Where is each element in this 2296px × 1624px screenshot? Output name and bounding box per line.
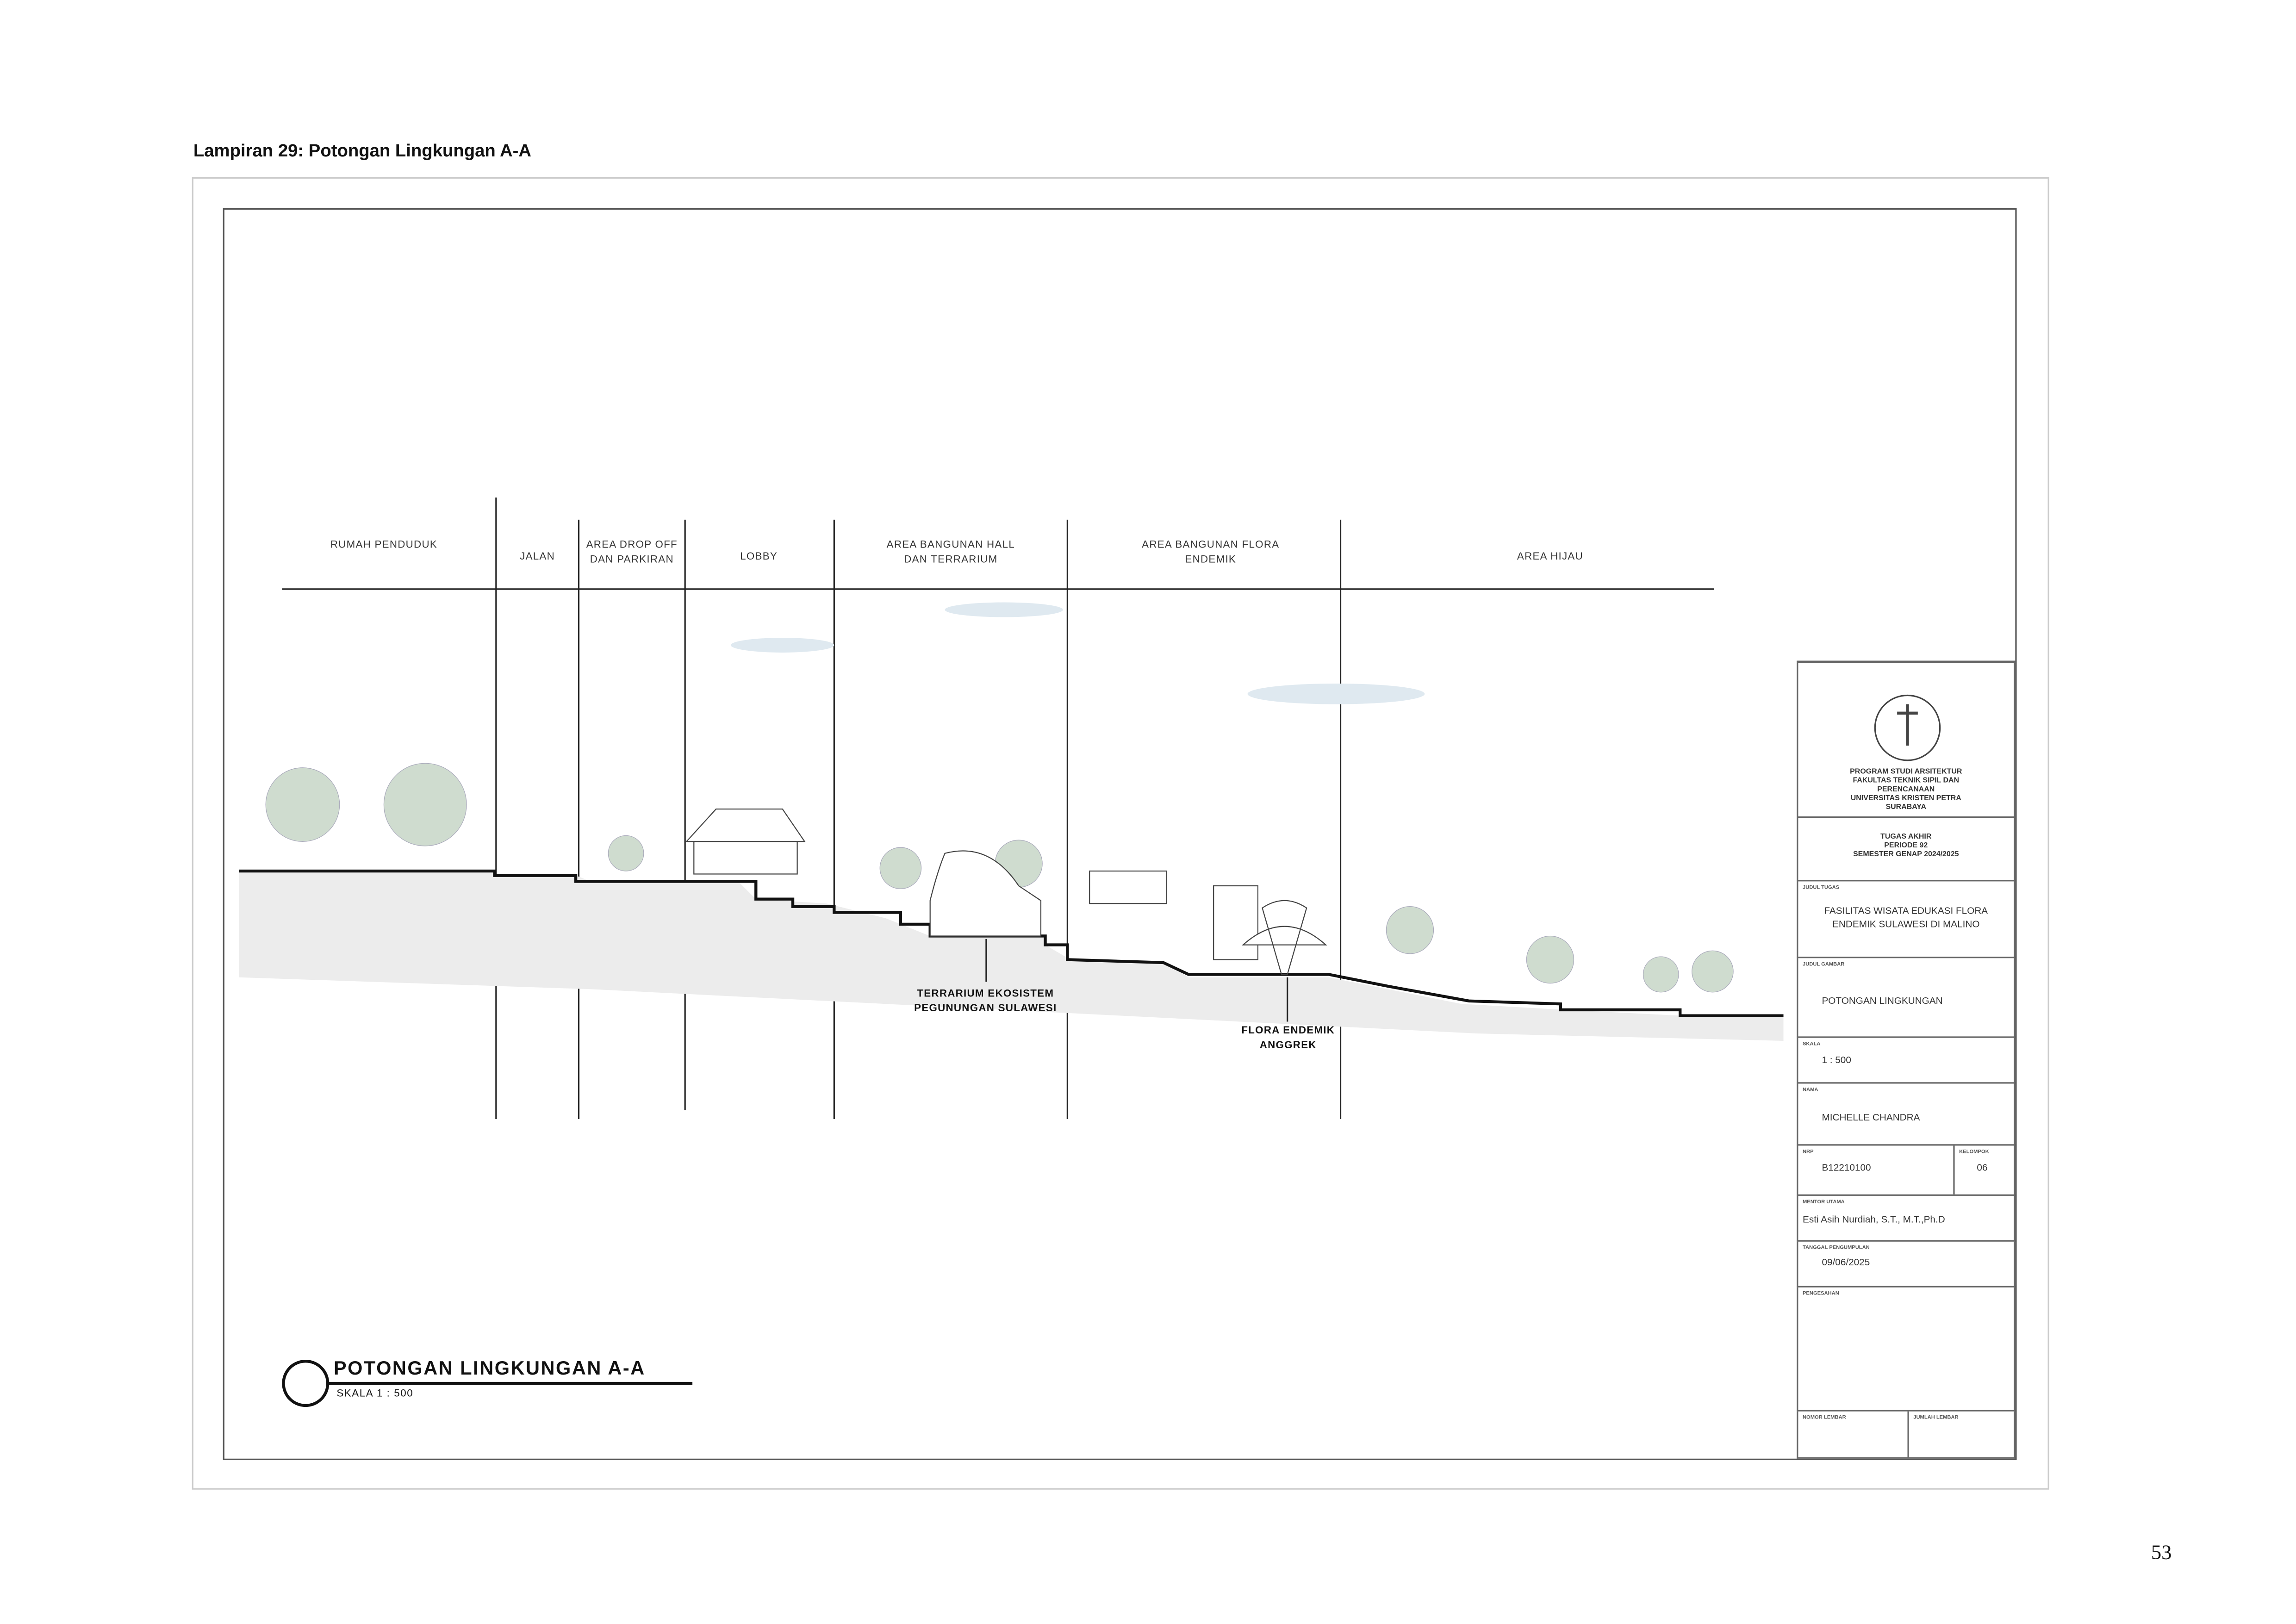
caption: Lampiran 29: Potongan Lingkungan A-A <box>193 140 532 161</box>
mentor-name: Esti Asih Nurdiah, S.T., M.T.,Ph.D <box>1802 1215 1945 1226</box>
title-block-period: TUGAS AKHIR PERIODE 92 SEMESTER GENAP 20… <box>1797 818 2016 882</box>
field-label: JUDUL TUGAS <box>1802 884 1840 890</box>
field-label: MENTOR UTAMA <box>1802 1199 1845 1205</box>
title-block-nama: NAMA MICHELLE CHANDRA <box>1797 1083 2016 1146</box>
drawing-name: POTONGAN LINGKUNGAN <box>1822 996 1943 1007</box>
annotation-flora: FLORA ENDEMIK ANGGREK <box>1241 1026 1335 1052</box>
figure-frame <box>192 177 2049 1490</box>
period-line: PERIODE 92 <box>1884 841 1928 851</box>
annotation-terrarium: TERRARIUM EKOSISTEM PEGUNUNGAN SULAWESI <box>914 989 1057 1014</box>
page-number: 53 <box>2151 1543 2172 1565</box>
field-label: KELOMPOK <box>1959 1148 1989 1155</box>
title-block-header: PROGRAM STUDI ARSITEKTUR FAKULTAS TEKNIK… <box>1797 661 2016 818</box>
period-line: SEMESTER GENAP 2024/2025 <box>1853 850 1959 859</box>
drawing-title: POTONGAN LINGKUNGAN A-A <box>333 1356 646 1379</box>
institution-line: PERENCANAAN <box>1877 785 1935 795</box>
clouds-icon <box>731 602 1425 704</box>
zone-label: AREA BANGUNAN HALL DAN TERRARIUM <box>886 540 1015 566</box>
group-value: 06 <box>1977 1163 1988 1174</box>
title-block-judul-gambar: JUDUL GAMBAR POTONGAN LINGKUNGAN <box>1797 958 2016 1038</box>
buildings <box>685 809 1327 975</box>
nrp-value: B12210100 <box>1822 1163 1871 1174</box>
title-block-lembar: NOMOR LEMBAR JUMLAH LEMBAR <box>1797 1411 2016 1459</box>
field-label: NOMOR LEMBAR <box>1802 1414 1846 1420</box>
scale-value: 1 : 500 <box>1822 1055 1851 1066</box>
section-marker-icon <box>282 1359 330 1407</box>
ground-fill <box>239 871 1784 1041</box>
title-block-tanggal: TANGGAL PENGUMPULAN 09/06/2025 <box>1797 1241 2016 1288</box>
drawing-sheet-border <box>223 208 2017 1460</box>
title-block-mentor: MENTOR UTAMA Esti Asih Nurdiah, S.T., M.… <box>1797 1195 2016 1242</box>
field-label: PENGESAHAN <box>1802 1290 1839 1296</box>
field-label: SKALA <box>1802 1040 1821 1047</box>
field-label: NAMA <box>1802 1086 1818 1093</box>
student-name: MICHELLE CHANDRA <box>1822 1113 1920 1124</box>
institution-line: FAKULTAS TEKNIK SIPIL DAN <box>1853 776 1960 786</box>
title-block-skala: SKALA 1 : 500 <box>1797 1038 2016 1084</box>
title-block-nrp: NRP B12210100 KELOMPOK 06 <box>1797 1145 2016 1196</box>
project-title-line: ENDEMIK SULAWESI DI MALINO <box>1832 920 1980 930</box>
zone-label: AREA DROP OFF DAN PARKIRAN <box>586 540 678 566</box>
drawing-scale: SKALA 1 : 500 <box>336 1389 414 1400</box>
institution-line: SURABAYA <box>1885 803 1927 812</box>
field-label: JUDUL GAMBAR <box>1802 961 1845 967</box>
project-title-line: FASILITAS WISATA EDUKASI FLORA <box>1824 906 1988 917</box>
institution-line: PROGRAM STUDI ARSITEKTUR <box>1850 767 1962 777</box>
trees-icon <box>265 763 1734 993</box>
title-block-pengesahan: PENGESAHAN <box>1797 1287 2016 1412</box>
field-label: NRP <box>1802 1148 1814 1155</box>
field-label: JUMLAH LEMBAR <box>1913 1414 1959 1420</box>
zone-label: LOBBY <box>740 552 778 563</box>
submission-date: 09/06/2025 <box>1822 1257 1870 1269</box>
field-label: TANGGAL PENGUMPULAN <box>1802 1244 1870 1251</box>
zone-label: AREA BANGUNAN FLORA ENDEMIK <box>1142 540 1280 566</box>
title-block-judul-tugas: JUDUL TUGAS FASILITAS WISATA EDUKASI FLO… <box>1797 881 2016 958</box>
zone-label: AREA HIJAU <box>1517 552 1584 563</box>
university-logo <box>1874 694 1941 761</box>
period-line: TUGAS AKHIR <box>1880 833 1932 842</box>
zone-label: RUMAH PENDUDUK <box>330 540 438 551</box>
institution-line: UNIVERSITAS KRISTEN PETRA <box>1850 794 1961 803</box>
zone-label: JALAN <box>520 552 555 563</box>
